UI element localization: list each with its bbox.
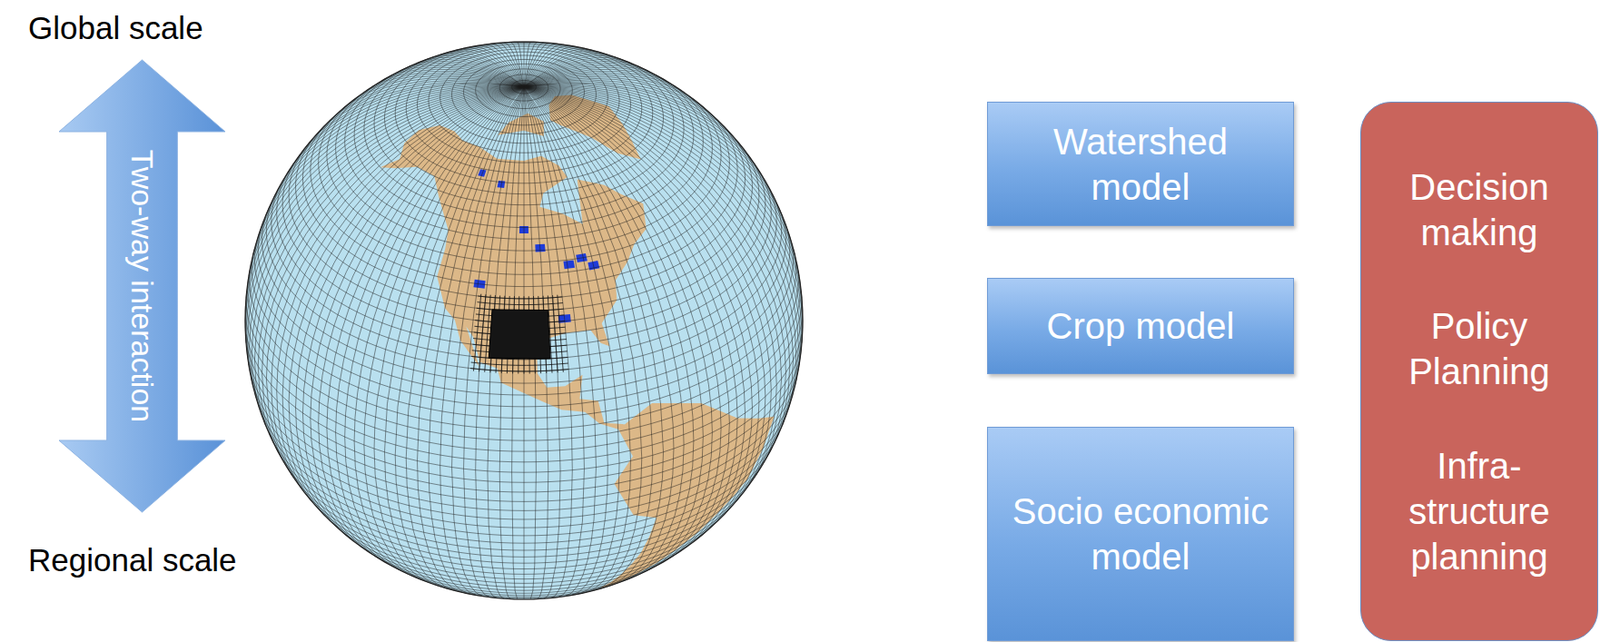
- model-text: Socio economic model: [1006, 488, 1275, 580]
- decision-box: Decision makingPolicy PlanningInfra- str…: [1360, 101, 1599, 642]
- refined-region: [488, 309, 551, 359]
- scale-label: Global scale: [28, 10, 204, 47]
- scale-label: Regional scale: [28, 543, 238, 579]
- model-box: Watershed model: [987, 101, 1294, 227]
- grid-mesh: [245, 41, 803, 600]
- two-way-arrow: Two-way interaction: [58, 59, 227, 514]
- decision-text: Policy Planning: [1375, 303, 1583, 395]
- model-text: Watershed model: [1006, 118, 1275, 210]
- model-text: Crop model: [1046, 303, 1235, 349]
- model-box: Socio economic model: [987, 426, 1294, 642]
- land: [548, 94, 641, 159]
- arrow-text: Two-way interaction: [127, 149, 159, 423]
- lake: [562, 259, 575, 269]
- refined-mesh-transition: [470, 294, 569, 375]
- decision-text: Infra- structure planning: [1375, 443, 1583, 580]
- arrow-outline: [59, 59, 226, 513]
- ocean: [245, 41, 803, 600]
- globe-outline: [245, 41, 803, 600]
- land: [599, 403, 774, 589]
- model-box: Crop model: [987, 277, 1294, 375]
- decision-text: Decision making: [1375, 164, 1583, 256]
- lake: [477, 168, 486, 177]
